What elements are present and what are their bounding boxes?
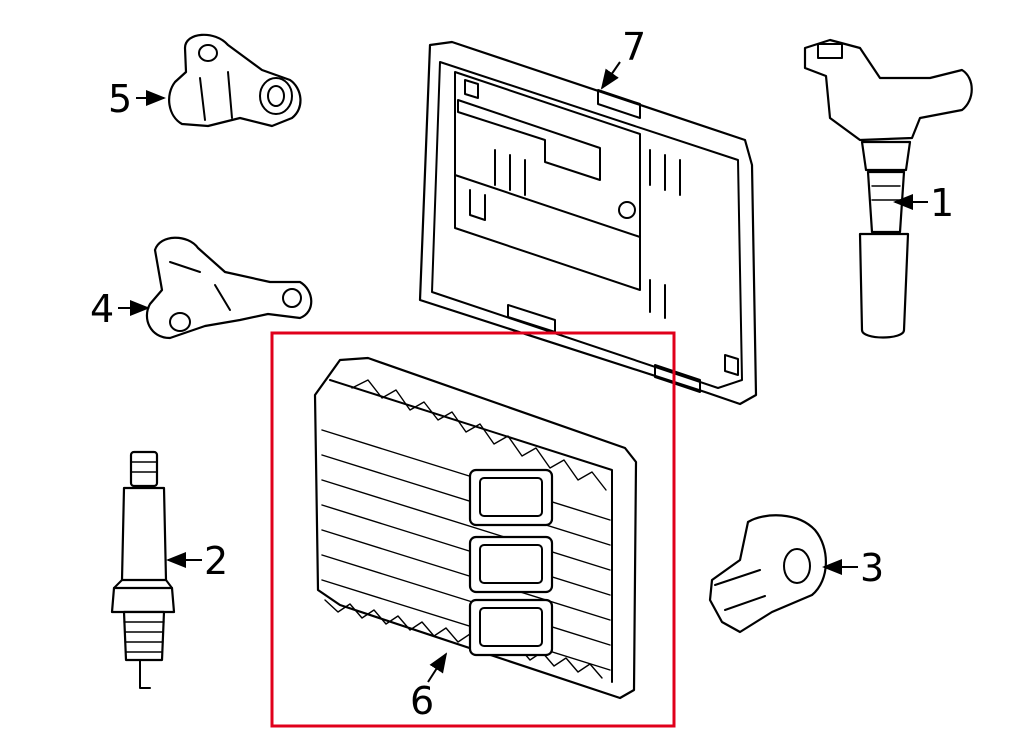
part-4-sensor — [145, 236, 313, 340]
part-1-ignition-coil — [803, 38, 973, 339]
callout-6: 6 — [410, 679, 434, 723]
callout-2: 2 — [204, 539, 228, 583]
part-2-spark-plug — [110, 450, 176, 689]
callout-labels: 1 2 3 4 5 6 7 — [90, 25, 954, 723]
highlight-box — [270, 331, 676, 728]
part-5-sensor — [168, 33, 302, 128]
part-3-knock-sensor — [708, 514, 827, 634]
callout-5: 5 — [108, 77, 132, 121]
leader-arrow-6 — [427, 652, 448, 683]
part-7-mounting-bracket — [418, 40, 758, 406]
leader-arrow-7 — [600, 61, 621, 90]
callout-7: 7 — [622, 25, 646, 69]
part-6-engine-control-module — [313, 356, 638, 700]
callout-1: 1 — [930, 181, 954, 225]
callout-arrows — [118, 61, 928, 683]
callout-4: 4 — [90, 287, 114, 331]
callout-3: 3 — [860, 546, 884, 590]
